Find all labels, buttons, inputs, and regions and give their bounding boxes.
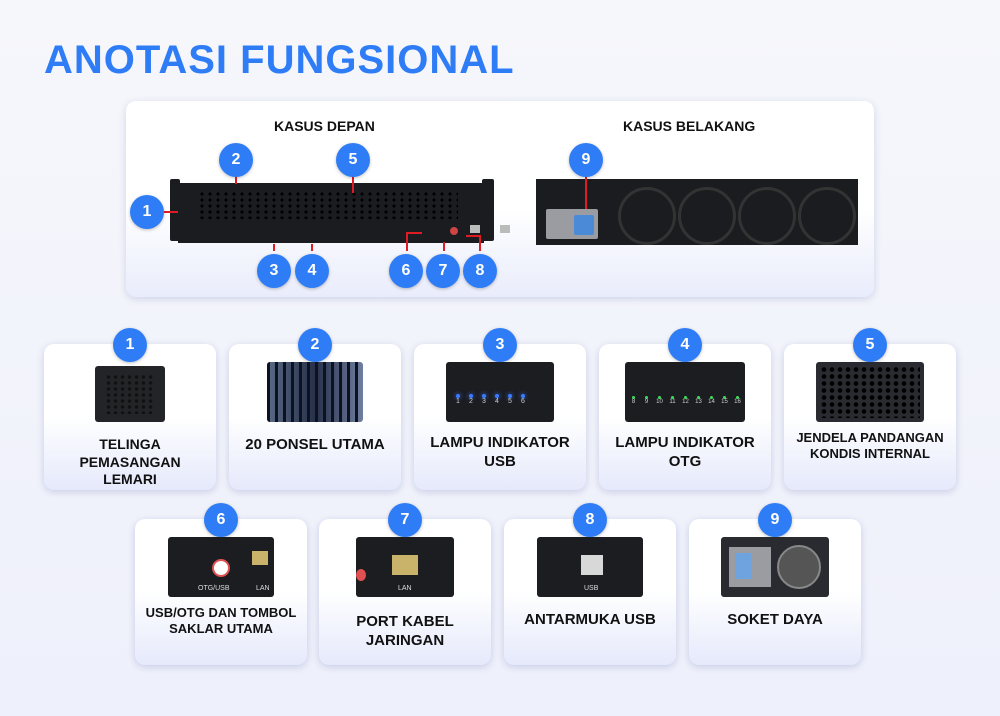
callout-7: 7 bbox=[426, 254, 460, 288]
page-title: ANOTASI FUNGSIONAL bbox=[44, 38, 515, 82]
card-badge: 2 bbox=[298, 328, 332, 362]
callout-lines bbox=[164, 176, 587, 251]
callout-6: 6 bbox=[389, 254, 423, 288]
power-socket-image bbox=[721, 537, 829, 597]
led-number: 4 bbox=[495, 398, 499, 405]
card-badge: 7 bbox=[388, 503, 422, 537]
callout-9: 9 bbox=[569, 143, 603, 177]
front-case-label: KASUS DEPAN bbox=[274, 118, 375, 134]
led-number: 10 bbox=[656, 399, 663, 405]
led-number: 2 bbox=[469, 398, 473, 405]
usb-led-image: 1 2 3 4 5 6 bbox=[446, 362, 554, 422]
card-3: 3 1 2 3 4 5 6 LAMPU INDIKATOR USB bbox=[414, 328, 586, 490]
led-number: 6 bbox=[521, 398, 525, 405]
otg-led-image: 8 9 10 11 12 13 14 15 16 bbox=[625, 362, 745, 422]
led-number: 14 bbox=[708, 399, 715, 405]
card-label: ANTARMUKA USB bbox=[524, 611, 656, 628]
callout-4: 4 bbox=[295, 254, 329, 288]
card-5: 5 JENDELA PANDANGAN KONDIS INTERNAL bbox=[784, 328, 956, 490]
otg-switch-image: OTG/USB LAN bbox=[168, 537, 274, 597]
back-case-label: KASUS BELAKANG bbox=[623, 118, 756, 134]
card-badge: 4 bbox=[668, 328, 702, 362]
led-number: 1 bbox=[456, 398, 460, 405]
led-number: 16 bbox=[734, 399, 741, 405]
card-label: PORT KABEL JARINGAN bbox=[356, 613, 454, 649]
led-number: 9 bbox=[644, 399, 649, 405]
card-4: 4 8 9 10 11 12 13 14 15 16 LAMPU INDIKAT… bbox=[599, 328, 771, 490]
usb-port-image: USB bbox=[537, 537, 643, 597]
lan-port-image: LAN bbox=[356, 537, 454, 597]
callout-8: 8 bbox=[463, 254, 497, 288]
led-number: 13 bbox=[695, 399, 702, 405]
usb-text: USB bbox=[584, 585, 599, 592]
card-badge: 9 bbox=[758, 503, 792, 537]
card-6: 6 OTG/USB LAN USB/OTG DAN TOMBOL SAKLAR … bbox=[135, 503, 307, 665]
card-label: LAMPU INDIKATOR USB bbox=[430, 434, 570, 470]
card-label: LAMPU INDIKATOR OTG bbox=[615, 434, 755, 470]
card-badge: 5 bbox=[853, 328, 887, 362]
card-label: USB/OTG DAN TOMBOL SAKLAR UTAMA bbox=[145, 605, 297, 637]
card-label: 20 PONSEL UTAMA bbox=[245, 436, 385, 453]
callout-1: 1 bbox=[130, 195, 164, 229]
card-label: TELINGA PEMASANGAN LEMARI bbox=[79, 436, 181, 487]
phones-image bbox=[267, 362, 363, 422]
card-badge: 6 bbox=[204, 503, 238, 537]
otg-usb-text: OTG/USB bbox=[198, 585, 230, 592]
callout-5: 5 bbox=[336, 143, 370, 177]
mount-ear-image bbox=[95, 366, 165, 422]
led-number: 12 bbox=[682, 399, 689, 405]
led-number: 8 bbox=[631, 399, 636, 405]
led-number: 5 bbox=[508, 398, 512, 405]
card-7: 7 LAN PORT KABEL JARINGAN bbox=[319, 503, 491, 665]
lan-text: LAN bbox=[256, 585, 270, 592]
led-number: 15 bbox=[721, 399, 728, 405]
card-1: 1 TELINGA PEMASANGAN LEMARI bbox=[44, 328, 216, 490]
card-badge: 1 bbox=[113, 328, 147, 362]
callout-2: 2 bbox=[219, 143, 253, 177]
card-9: 9 SOKET DAYA bbox=[689, 503, 861, 665]
card-8: 8 USB ANTARMUKA USB bbox=[504, 503, 676, 665]
vent-window-image bbox=[816, 362, 924, 422]
led-number: 11 bbox=[669, 399, 676, 405]
led-number: 3 bbox=[482, 398, 486, 405]
card-2: 2 20 PONSEL UTAMA bbox=[229, 328, 401, 490]
card-label: JENDELA PANDANGAN KONDIS INTERNAL bbox=[796, 430, 944, 462]
overview-panel: KASUS DEPAN KASUS BELAKANG bbox=[126, 101, 874, 297]
card-badge: 3 bbox=[483, 328, 517, 362]
callout-3: 3 bbox=[257, 254, 291, 288]
card-badge: 8 bbox=[573, 503, 607, 537]
lan-text: LAN bbox=[398, 585, 412, 592]
card-label: SOKET DAYA bbox=[727, 611, 823, 628]
